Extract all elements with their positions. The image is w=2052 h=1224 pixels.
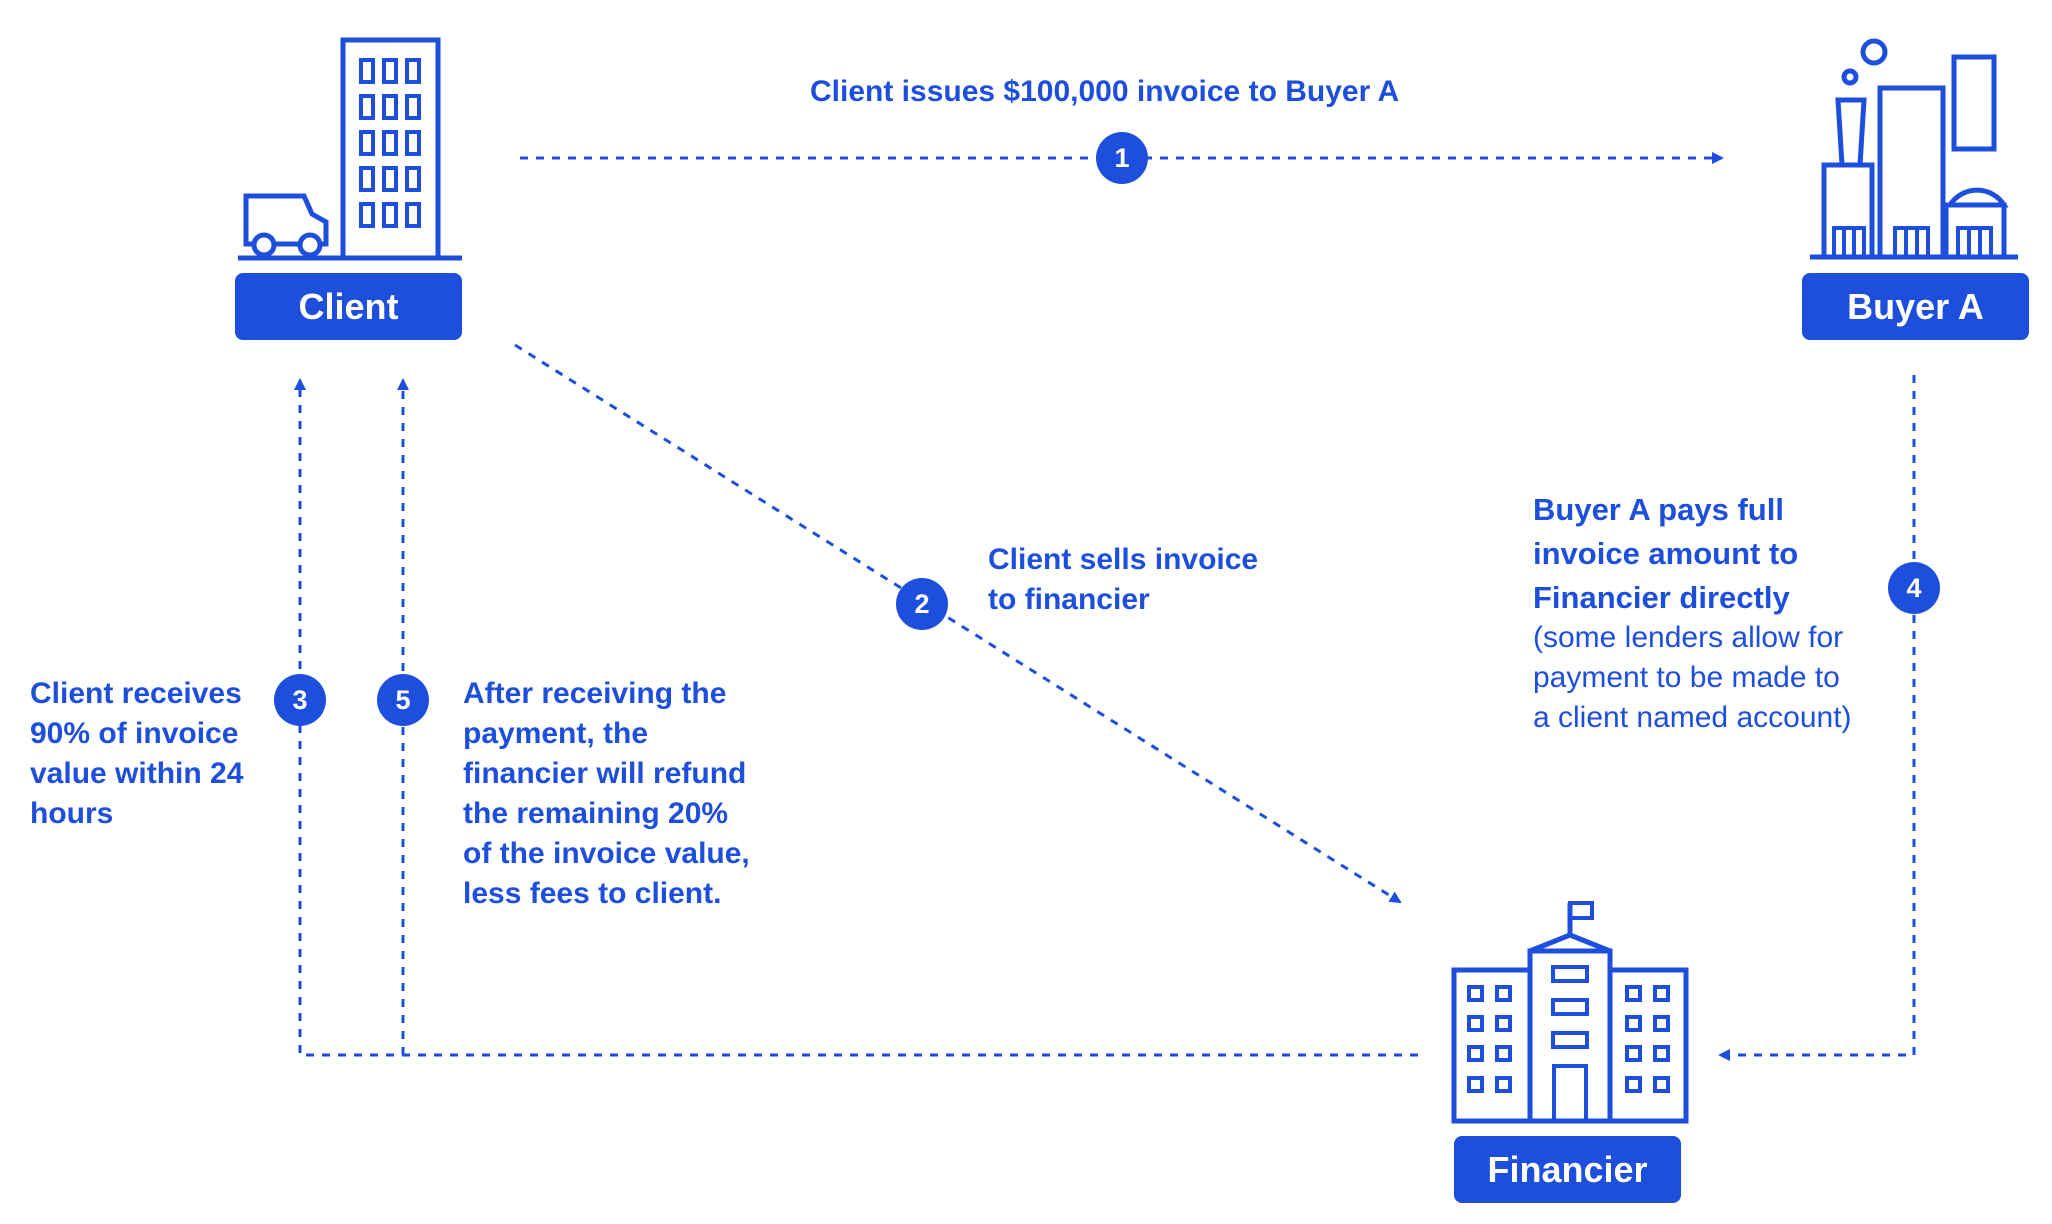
caption-step-4: Buyer A pays full invoice amount to Fina… (1533, 492, 1799, 615)
caption-step-4-note: (some lenders allow for payment to be ma… (1533, 621, 1852, 734)
caption-step-5: After receiving the payment, the financi… (463, 677, 750, 910)
arrow-client-to-financier (514, 343, 1402, 904)
step-marker-1: 1 (1096, 132, 1148, 184)
arrow-financier-to-client-3 (294, 378, 1418, 1057)
client-node-label: Client (235, 273, 462, 340)
factory-icon (1810, 38, 2018, 260)
delivery-truck-icon (243, 193, 329, 258)
bank-building-icon (1451, 901, 1689, 1124)
caption-step-1: Client issues $100,000 invoice to Buyer … (810, 75, 1400, 108)
step-marker-4: 4 (1888, 562, 1940, 614)
caption-step-3: Client receives 90% of invoice value wit… (30, 677, 244, 830)
financier-node-label: Financier (1454, 1136, 1681, 1203)
step-marker-3: 3 (274, 674, 326, 726)
step-marker-2: 2 (896, 578, 948, 630)
office-building-icon (238, 37, 462, 261)
buyer-node-label: Buyer A (1802, 273, 2029, 340)
caption-step-2: Client sells invoice to financier (988, 543, 1259, 616)
step-marker-5: 5 (377, 674, 429, 726)
